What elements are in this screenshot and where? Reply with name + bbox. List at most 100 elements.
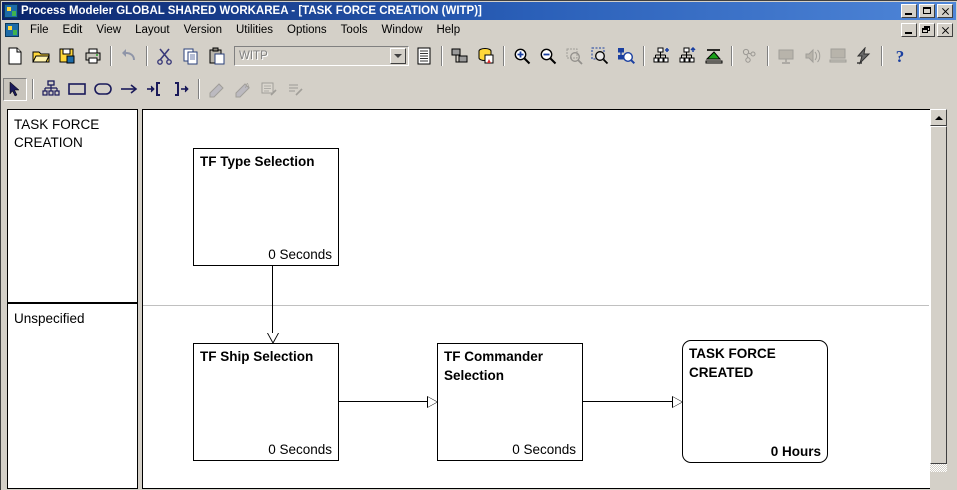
toolbar-separator <box>146 46 148 66</box>
rounded-rect-icon[interactable] <box>91 78 115 101</box>
hierarchy-up-icon[interactable] <box>676 45 700 68</box>
scroll-up-button[interactable] <box>930 109 947 126</box>
event-node-title: TASK FORCE CREATED <box>689 346 776 380</box>
rectangle-icon[interactable] <box>65 78 89 101</box>
save-icon[interactable] <box>55 45 79 68</box>
arrow-connector-icon[interactable] <box>117 78 141 101</box>
toolbar-separator <box>767 46 769 66</box>
process-node-tf-ship-selection[interactable]: TF Ship Selection 0 Seconds <box>193 343 339 461</box>
find-process-icon[interactable] <box>614 45 638 68</box>
minimize-button[interactable] <box>901 4 917 18</box>
note2-icon[interactable] <box>283 78 307 101</box>
scrollbar-thumb[interactable] <box>930 126 947 464</box>
menu-window[interactable]: Window <box>381 23 423 36</box>
print-icon[interactable] <box>81 45 105 68</box>
child-close-button[interactable] <box>937 22 953 37</box>
workarea-combo[interactable]: WITP <box>234 46 409 66</box>
chevron-down-icon[interactable] <box>390 48 406 64</box>
svg-text:?: ? <box>896 47 905 65</box>
menu-tools[interactable]: Tools <box>340 23 368 36</box>
output-bracket-icon[interactable] <box>169 78 193 101</box>
sound-icon[interactable] <box>800 45 824 68</box>
note1-icon[interactable] <box>257 78 281 101</box>
open-folder-icon[interactable] <box>29 45 53 68</box>
process-node-title: TF Commander Selection <box>444 349 544 383</box>
process-link-icon[interactable] <box>448 45 472 68</box>
annotate2-icon[interactable]: A <box>231 78 255 101</box>
toolbar-separator <box>643 46 645 66</box>
org-node-icon[interactable] <box>39 78 63 101</box>
diagram-canvas[interactable]: TF Type Selection 0 Seconds TF Ship Sele… <box>143 110 929 488</box>
menu-help[interactable]: Help <box>436 23 461 36</box>
menu-view[interactable]: View <box>96 23 122 36</box>
toolbar-separator <box>503 46 505 66</box>
monitor2-icon[interactable] <box>826 45 850 68</box>
menu-version[interactable]: Version <box>183 23 222 36</box>
mdi-document-icon[interactable] <box>5 22 19 37</box>
window-title: Process Modeler GLOBAL SHARED WORKAREA -… <box>21 5 482 17</box>
new-icon[interactable] <box>3 45 27 68</box>
data-store-icon[interactable] <box>474 45 498 68</box>
hierarchy-down-icon[interactable] <box>650 45 674 68</box>
swimlane-separator-line <box>143 305 929 306</box>
chart-green-icon[interactable] <box>702 45 726 68</box>
event-node-duration: 0 Hours <box>770 444 821 459</box>
maximize-button[interactable] <box>919 4 935 18</box>
process-node-duration: 0 Seconds <box>512 442 576 457</box>
simulate-icon[interactable] <box>738 45 762 68</box>
mdi-client-area: TASK FORCE CREATION Unspecified TF Type … <box>2 105 956 490</box>
app-icon[interactable] <box>4 4 18 18</box>
copy-icon[interactable] <box>179 45 203 68</box>
draw-toolbar: A <box>2 75 956 103</box>
menu-utilities[interactable]: Utilities <box>235 23 274 36</box>
zoom-in-icon[interactable] <box>510 45 534 68</box>
toolbar-separator <box>731 46 733 66</box>
cut-scissors-icon[interactable] <box>153 45 177 68</box>
vertical-scrollbar[interactable] <box>930 109 947 489</box>
toolbar-separator <box>881 46 883 66</box>
window-controls <box>901 4 956 18</box>
swimlane-label-1[interactable]: Unspecified <box>8 304 137 488</box>
child-restore-button[interactable] <box>919 22 935 37</box>
close-button[interactable] <box>937 4 953 18</box>
input-bracket-icon[interactable] <box>143 78 167 101</box>
toolbar-separator <box>198 79 200 99</box>
select-arrow-icon[interactable] <box>3 77 27 101</box>
menu-layout[interactable]: Layout <box>135 23 170 36</box>
list-lines-icon[interactable] <box>412 45 436 68</box>
monitor-icon[interactable] <box>774 45 798 68</box>
workarea-combo-value: WITP <box>239 50 268 62</box>
undo-icon[interactable] <box>117 45 141 68</box>
connector-tf-type-to-tf-ship[interactable] <box>266 266 280 344</box>
event-node-task-force-created[interactable]: TASK FORCE CREATED 0 Hours <box>682 340 828 463</box>
scrollbar-track[interactable] <box>930 126 947 472</box>
svg-text:A: A <box>245 83 250 90</box>
zoom-selection-icon[interactable] <box>588 45 612 68</box>
connector-tf-commander-to-task-force-created[interactable] <box>583 395 683 409</box>
toolbar-separator <box>441 46 443 66</box>
main-toolbar: WITP <box>2 41 956 71</box>
child-minimize-button[interactable] <box>901 22 917 37</box>
menu-edit[interactable]: Edit <box>62 23 83 36</box>
process-node-duration: 0 Seconds <box>268 442 332 457</box>
swimlane-label-panel: TASK FORCE CREATION Unspecified <box>7 109 138 489</box>
menu-bar: File Edit View Layout Version Utilities … <box>2 20 956 39</box>
flash-icon[interactable] <box>852 45 876 68</box>
help-question-icon[interactable]: ? <box>888 45 912 68</box>
connector-tf-ship-to-tf-commander[interactable] <box>339 395 438 409</box>
title-bar: Process Modeler GLOBAL SHARED WORKAREA -… <box>2 2 956 20</box>
process-node-title: TF Type Selection <box>200 154 315 169</box>
swimlane-label-0[interactable]: TASK FORCE CREATION <box>8 110 137 302</box>
process-node-tf-commander-selection[interactable]: TF Commander Selection 0 Seconds <box>437 343 583 461</box>
swimlane-label-text: TASK FORCE CREATION <box>14 117 100 151</box>
diagram-canvas-viewport[interactable]: TF Type Selection 0 Seconds TF Ship Sele… <box>142 109 947 489</box>
zoom-out-icon[interactable] <box>536 45 560 68</box>
annotate1-icon[interactable] <box>205 78 229 101</box>
menu-options[interactable]: Options <box>287 23 327 36</box>
menu-file[interactable]: File <box>30 23 49 36</box>
menu-items: File Edit View Layout Version Utilities … <box>23 22 901 38</box>
process-node-tf-type-selection[interactable]: TF Type Selection 0 Seconds <box>193 148 339 266</box>
zoom-fit-icon[interactable] <box>562 45 586 68</box>
paste-icon[interactable] <box>205 45 229 68</box>
